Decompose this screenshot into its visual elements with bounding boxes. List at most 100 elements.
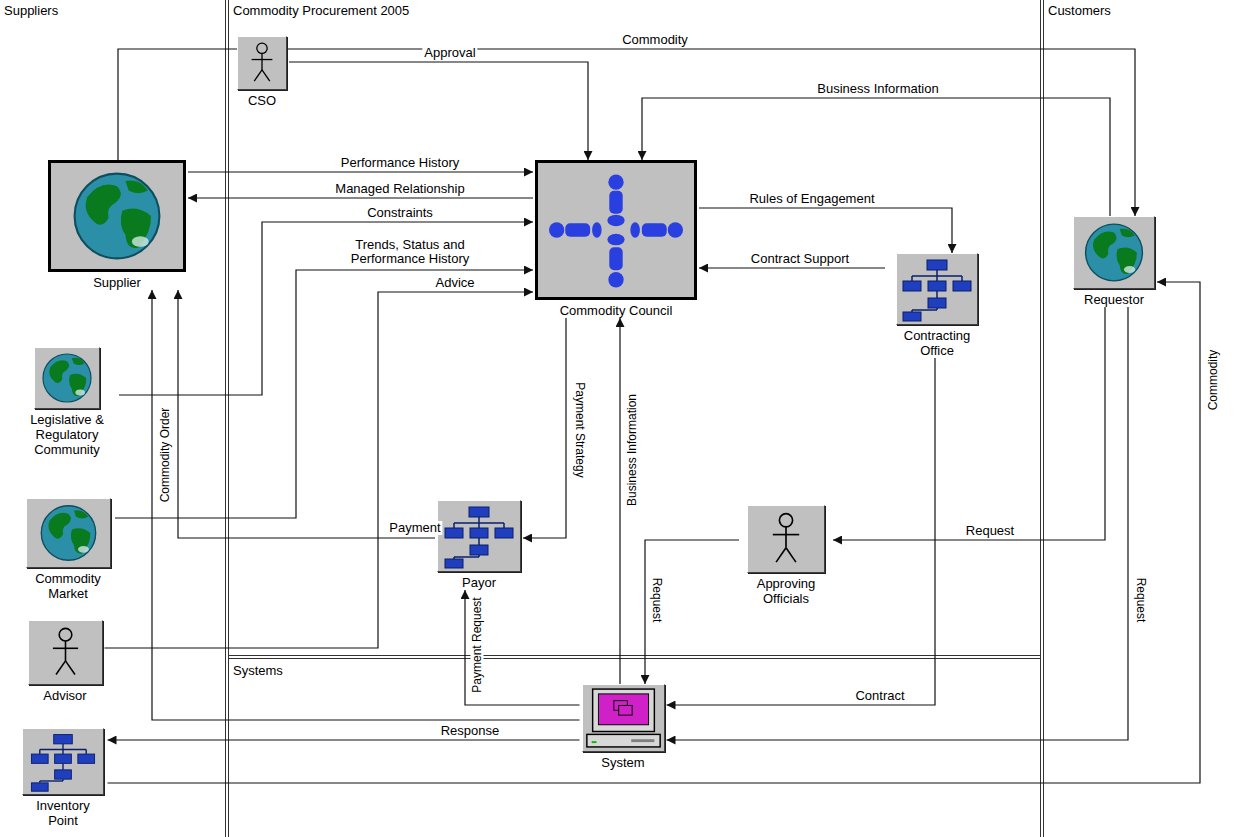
org-icon <box>911 276 913 281</box>
person-icon <box>29 621 102 684</box>
flow-arrow <box>188 197 533 198</box>
lane-divider <box>228 0 229 837</box>
council-icon <box>538 163 694 297</box>
flow-label: Response <box>439 724 502 738</box>
council-icon <box>592 222 602 237</box>
flow-label: Contract <box>853 689 906 703</box>
external-entity: Requestor <box>1071 216 1157 307</box>
org-icon <box>62 744 63 750</box>
person-icon <box>785 527 787 548</box>
org-icon <box>903 281 921 291</box>
person-icon <box>59 628 72 641</box>
flow-arrow <box>178 290 435 538</box>
actor: CSO <box>235 36 289 108</box>
node-label: Legislative & Regulatory Community <box>17 412 117 457</box>
organization: Inventory Point <box>19 728 108 828</box>
org-icon <box>503 523 505 528</box>
org-icon <box>31 783 48 791</box>
node-label: CSO <box>248 93 276 108</box>
org-icon <box>31 735 94 792</box>
globe-icon <box>121 208 151 248</box>
swimlane: SuppliersSupplierLegislative & Regulator… <box>0 0 225 837</box>
lane-divider <box>1043 0 1044 837</box>
flow-label: Payment Strategy <box>573 380 586 479</box>
org-icon <box>961 276 963 281</box>
pc-icon <box>598 694 648 725</box>
organization: Payor <box>435 500 523 590</box>
org-icon <box>438 501 520 571</box>
org-icon <box>478 538 480 545</box>
person-icon <box>252 59 273 60</box>
globe-icon <box>73 510 87 518</box>
external-entity: Supplier <box>46 160 188 290</box>
globe-icon <box>125 180 147 193</box>
person-icon <box>238 37 286 89</box>
person-icon <box>779 514 792 527</box>
node-label: Supplier <box>93 275 141 290</box>
person-icon <box>65 661 74 675</box>
actor: Advisor <box>26 620 105 703</box>
flow-arrow <box>667 358 936 705</box>
person-icon <box>64 641 66 661</box>
org-icon <box>495 528 513 538</box>
council-icon <box>549 174 683 287</box>
pc-icon <box>592 689 654 731</box>
council-icon <box>668 222 683 237</box>
globe-icon <box>1086 224 1143 281</box>
council-icon <box>609 247 622 270</box>
org-icon <box>912 309 937 311</box>
flow-label: Payment Request <box>471 595 484 694</box>
globe-icon <box>35 348 99 408</box>
node-label: System <box>601 755 644 770</box>
node-label: Contracting Office <box>887 328 987 358</box>
external-entity: Commodity Market <box>21 498 115 601</box>
person-icon <box>257 43 267 53</box>
flow-arrow <box>642 98 1110 216</box>
org-icon <box>478 517 480 523</box>
org-icon <box>31 754 48 763</box>
flow-label: Payment <box>387 521 442 535</box>
flow-arrow <box>108 282 1201 783</box>
globe-icon <box>48 513 71 539</box>
band-divider <box>229 658 1040 659</box>
person-icon <box>786 548 796 562</box>
lane-title: Suppliers <box>0 0 58 18</box>
flow-arrow <box>108 739 580 740</box>
flow-label: Commodity Order <box>159 406 172 505</box>
globe-icon <box>69 374 86 396</box>
person-icon <box>254 70 262 81</box>
external-entity: Legislative & Regulatory Community <box>15 347 119 457</box>
flow-label: Commodity <box>620 33 690 47</box>
council-hub: Commodity Council <box>533 160 699 318</box>
node-label: Advisor <box>43 688 86 703</box>
org-icon <box>445 507 513 568</box>
person-icon <box>773 534 799 536</box>
flow-label: Approval <box>422 46 477 60</box>
node-label: Approving Officials <box>741 576 831 606</box>
council-icon <box>549 222 564 237</box>
flow-arrow <box>105 292 534 648</box>
person-icon <box>261 53 262 69</box>
org-icon <box>445 528 463 538</box>
icon-tile <box>48 160 186 272</box>
council-icon <box>642 223 667 236</box>
org-icon <box>897 254 977 324</box>
globe-icon <box>1124 266 1135 273</box>
org-icon <box>39 749 40 754</box>
pc-icon <box>618 705 632 715</box>
flow-label: Contract Support <box>749 252 851 266</box>
org-icon <box>62 763 63 770</box>
icon-tile <box>1073 216 1155 289</box>
flow-arrow <box>833 307 1105 540</box>
org-icon <box>40 780 63 781</box>
org-icon <box>903 312 921 321</box>
org-icon <box>445 559 463 568</box>
org-icon <box>478 523 480 528</box>
council-icon <box>607 215 624 226</box>
org-icon <box>470 545 488 555</box>
flow-arrow <box>619 318 620 684</box>
lane-title: Customers <box>1044 0 1111 18</box>
flow-arrow <box>152 290 580 720</box>
org-icon <box>62 749 63 754</box>
